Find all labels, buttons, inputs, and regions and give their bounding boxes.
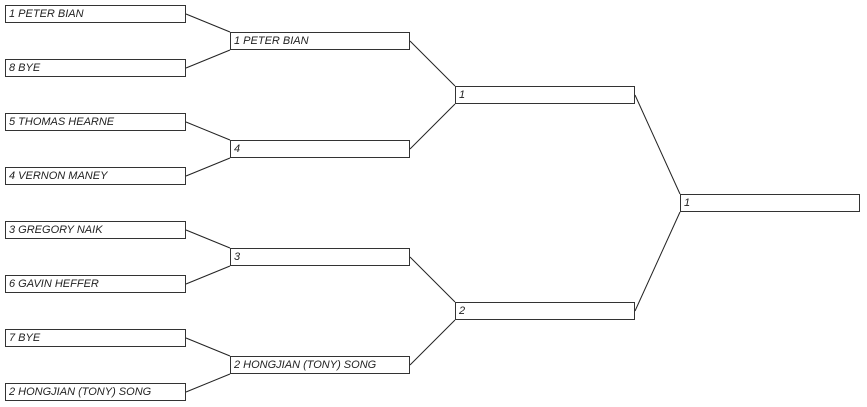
round2-slot-2: 4	[230, 140, 410, 158]
final-slot: 1	[680, 194, 860, 212]
round1-slot-3: 5 THOMAS HEARNE	[5, 113, 186, 131]
round3-slot-1: 1	[455, 86, 635, 104]
round2-slot-4: 2 HONGJIAN (TONY) SONG	[230, 356, 410, 374]
round2-slot-1: 1 PETER BIAN	[230, 32, 410, 50]
round3-slot-2: 2	[455, 302, 635, 320]
round1-slot-7: 7 BYE	[5, 329, 186, 347]
round1-slot-8: 2 HONGJIAN (TONY) SONG	[5, 383, 186, 401]
round1-slot-6: 6 GAVIN HEFFER	[5, 275, 186, 293]
round1-slot-4: 4 VERNON MANEY	[5, 167, 186, 185]
round1-slot-1: 1 PETER BIAN	[5, 5, 186, 23]
round1-slot-2: 8 BYE	[5, 59, 186, 77]
round1-slot-5: 3 GREGORY NAIK	[5, 221, 186, 239]
round2-slot-3: 3	[230, 248, 410, 266]
